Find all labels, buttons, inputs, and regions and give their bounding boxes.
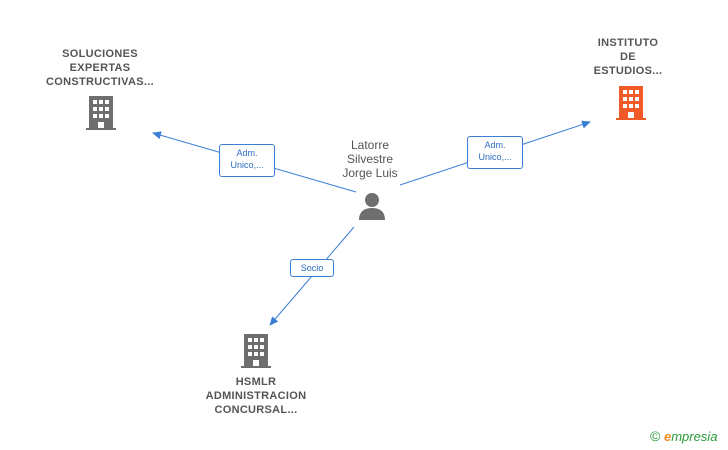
edge-label-right-line-1: Adm. xyxy=(484,140,506,150)
company-bottom-line-2: ADMINISTRACION xyxy=(205,390,307,402)
company-bottom-line-1: HSMLR xyxy=(235,376,277,388)
person-label[interactable]: Latorre Silvestre Jorge Luis xyxy=(320,138,420,180)
building-icon[interactable] xyxy=(86,96,116,130)
company-right-line-1: INSTITUTO xyxy=(597,37,659,49)
company-left-label[interactable]: SOLUCIONES EXPERTAS CONSTRUCTIVAS... xyxy=(30,47,170,89)
building-icon-highlighted[interactable] xyxy=(616,86,646,120)
company-left-line-3: CONSTRUCTIVAS... xyxy=(46,76,154,88)
edge-label-left-line-1: Adm. xyxy=(236,148,258,158)
brand-watermark: © empresia xyxy=(650,428,717,444)
company-right-label[interactable]: INSTITUTO DE ESTUDIOS... xyxy=(568,36,688,78)
edge-label-right-line-2: Unico,... xyxy=(478,152,512,162)
person-line-2: Silvestre xyxy=(346,152,393,166)
brand-logo-e: e xyxy=(663,429,672,444)
person-line-3: Jorge Luis xyxy=(342,166,398,180)
person-icon[interactable] xyxy=(358,192,386,220)
company-right-line-3: ESTUDIOS... xyxy=(593,65,663,77)
brand-name: mpresia xyxy=(671,429,718,444)
building-icon[interactable] xyxy=(241,334,271,368)
edge-label-right[interactable]: Adm. Unico,... xyxy=(467,136,523,169)
edge-label-left[interactable]: Adm. Unico,... xyxy=(219,144,275,177)
edge-label-left-line-2: Unico,... xyxy=(230,160,264,170)
company-left-line-1: SOLUCIONES xyxy=(62,48,138,60)
company-bottom-line-3: CONCURSAL... xyxy=(214,404,298,416)
company-right-line-2: DE xyxy=(620,51,636,63)
company-left-line-2: EXPERTAS xyxy=(69,62,131,74)
copyright-icon: © xyxy=(650,428,661,444)
edge-label-bottom-line-1: Socio xyxy=(300,263,324,273)
person-line-1: Latorre xyxy=(350,138,390,152)
company-bottom-label[interactable]: HSMLR ADMINISTRACION CONCURSAL... xyxy=(186,375,326,417)
edge-label-bottom[interactable]: Socio xyxy=(290,259,334,277)
